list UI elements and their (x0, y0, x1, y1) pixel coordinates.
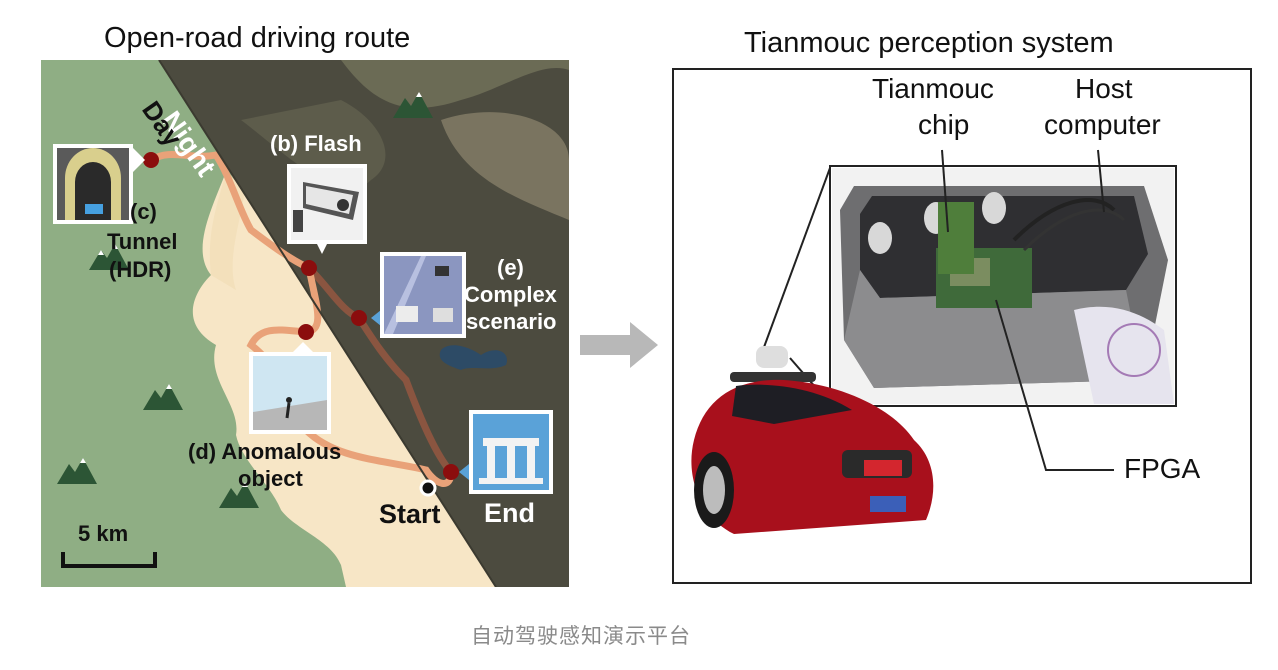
fpga-pointer-line (995, 299, 1114, 471)
tunnel-label-1: (c) (130, 199, 157, 224)
caption: 自动驾驶感知演示平台 (471, 624, 691, 648)
map-title: Open-road driving route (104, 22, 411, 54)
tunnel-photo-icon (53, 144, 145, 224)
pedestrian-photo-icon (249, 342, 331, 434)
mountain-icon (143, 384, 183, 410)
mountain-icon (89, 244, 129, 270)
night-forest-patch (341, 60, 569, 108)
complex-label-2: Complex (464, 282, 557, 307)
enclosure-photo (829, 165, 1177, 407)
night-forest-patch-3 (441, 112, 569, 220)
complex-label-1: (e) (497, 255, 524, 280)
traffic-scene-photo-icon (371, 252, 466, 338)
anomalous-label-1: (d) Anomalous (188, 439, 342, 464)
host-pointer-line (1097, 149, 1105, 213)
end-label: End (484, 498, 535, 528)
day-night-border (158, 60, 497, 587)
mountain-icon (219, 482, 259, 508)
start-label: Start (379, 499, 441, 529)
arrow-right-icon (580, 322, 658, 368)
system-frame (672, 68, 1252, 584)
gate-landmark-icon (459, 410, 553, 494)
complex-label-3: scenario (466, 309, 557, 334)
checkpoint-flash (301, 260, 317, 276)
anomalous-label-2: object (238, 466, 303, 491)
surveillance-camera-icon (287, 164, 367, 254)
night-route (305, 264, 455, 476)
checkpoint-tunnel (143, 152, 159, 168)
scale-bar (61, 552, 157, 568)
mountain-icon (57, 458, 97, 484)
host-label-2: computer (1044, 109, 1161, 140)
route-map (41, 60, 569, 587)
tunnel-label-3: (HDR) (109, 257, 172, 282)
tunnel-label-2: Tunnel (107, 229, 178, 254)
system-title: Tianmouc perception system (744, 27, 1114, 59)
system-illustration (691, 149, 1177, 534)
checkpoint-complex (351, 310, 367, 326)
mountain-icon (393, 92, 433, 118)
flash-label: (b) Flash (270, 131, 362, 156)
chip-label-1: Tianmouc (872, 73, 994, 104)
fpga-label: FPGA (1124, 453, 1201, 484)
start-marker (419, 479, 437, 497)
checkpoint-end (443, 464, 459, 480)
scale-label: 5 km (78, 521, 129, 546)
lake-icon (439, 345, 507, 370)
chip-pointer-line (941, 149, 949, 233)
checkpoint-anomalous (298, 324, 314, 340)
car-photo (691, 346, 934, 534)
chip-label-2: chip (918, 109, 970, 140)
zoom-line (759, 167, 831, 359)
host-label-1: Host (1075, 73, 1133, 104)
